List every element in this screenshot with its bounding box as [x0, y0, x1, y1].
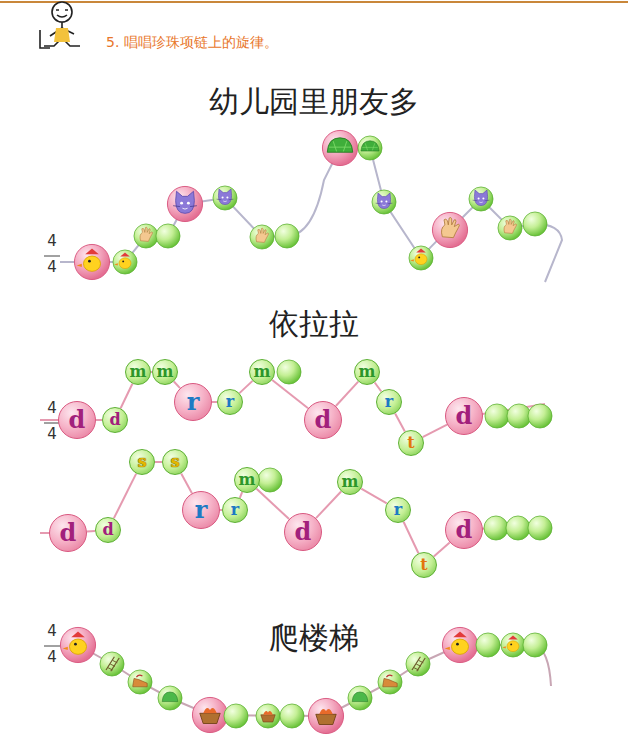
solfege-letter: s	[137, 454, 146, 470]
small-pearl: s	[162, 449, 188, 475]
big-pearl: r	[174, 383, 212, 421]
string-segment	[239, 381, 252, 393]
big-pearl: d	[445, 511, 483, 549]
time-signature: 4	[47, 399, 57, 417]
solfege-letter: t	[420, 557, 427, 573]
small-pearl: r	[376, 389, 402, 415]
time-signature: 4	[47, 258, 57, 276]
small-pearl: m	[125, 359, 151, 385]
string-segment	[155, 461, 162, 463]
string-segment	[121, 384, 133, 409]
instruction-heading: 5. 唱唱珍珠项链上的旋律。	[106, 34, 278, 52]
small-pearl: r	[217, 389, 243, 415]
solfege-letter: d	[109, 412, 120, 428]
solfege-letter: s	[170, 454, 179, 470]
big-pearl: d	[445, 397, 483, 435]
string-segment	[87, 530, 95, 533]
solfege-letter: m	[359, 364, 376, 380]
solfege-letter: d	[69, 408, 86, 432]
time-signature: 4	[47, 648, 57, 666]
solfege-letter: m	[254, 364, 271, 380]
string-segment	[423, 425, 447, 437]
string-segment	[375, 382, 382, 391]
string-segment	[404, 522, 419, 553]
string-segment	[434, 543, 450, 557]
small-pearl: r	[222, 497, 248, 523]
small-pearl: t	[411, 552, 437, 578]
string-segment	[257, 489, 290, 519]
solfege-letter: d	[456, 518, 473, 542]
solfege-letter: r	[195, 498, 208, 522]
big-pearl: d	[49, 514, 87, 552]
string-segment	[181, 473, 192, 493]
solfege-letter: m	[342, 474, 359, 490]
string-segment	[361, 489, 387, 504]
big-pearl: r	[182, 491, 220, 529]
string-segment	[316, 491, 341, 518]
small-pearl: d	[95, 517, 121, 543]
solfege-letter: d	[60, 521, 77, 545]
big-pearl: d	[58, 401, 96, 439]
big-pearl: d	[284, 513, 322, 551]
solfege-letter: m	[157, 364, 174, 380]
small-pearl: m	[337, 469, 363, 495]
solfege-letter: r	[187, 390, 200, 414]
string-segment	[336, 382, 358, 406]
solfege-letter: d	[315, 408, 332, 432]
string-segment	[114, 474, 136, 519]
string-segment	[240, 492, 242, 498]
small-pearl: r	[385, 497, 411, 523]
time-signature: 4	[47, 232, 57, 250]
small-pearl: d	[102, 407, 128, 433]
song-title: 依拉拉	[269, 304, 359, 345]
solfege-letter: r	[231, 502, 239, 518]
solfege-letter: r	[226, 394, 234, 410]
small-pearl: t	[398, 430, 424, 456]
song-title: 爬楼梯	[269, 618, 359, 659]
time-signature: 4	[47, 425, 57, 443]
small-pearl: m	[249, 359, 275, 385]
string-segment	[395, 413, 405, 431]
song-title: 幼儿园里朋友多	[209, 82, 419, 123]
solfege-letter: r	[385, 394, 393, 410]
string-segment	[272, 380, 308, 408]
solfege-letter: d	[102, 522, 113, 538]
small-pearl: m	[152, 359, 178, 385]
solfege-letter: r	[394, 502, 402, 518]
solfege-letter: d	[295, 520, 312, 544]
small-pearl: s	[129, 449, 155, 475]
solfege-letter: t	[407, 435, 414, 451]
small-pearl: m	[234, 467, 260, 493]
big-pearl: d	[304, 401, 342, 439]
small-pearl: m	[354, 359, 380, 385]
time-signature: 4	[47, 622, 57, 640]
solfege-letter: d	[456, 404, 473, 428]
solfege-letter: m	[239, 472, 256, 488]
solfege-letter: m	[130, 364, 147, 380]
